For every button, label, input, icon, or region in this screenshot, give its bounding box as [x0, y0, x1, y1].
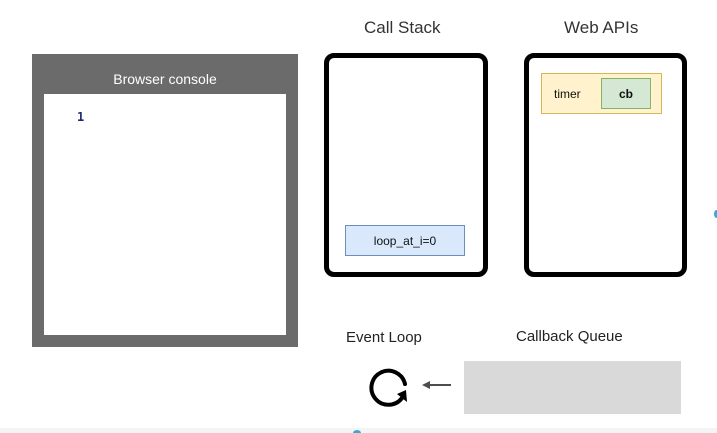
timer-box: timer cb [541, 73, 662, 114]
timer-label: timer [554, 87, 581, 101]
marker-dot-right [714, 210, 717, 218]
browser-console-title: Browser console [113, 71, 217, 87]
web-apis-panel: timer cb [524, 53, 687, 277]
call-stack-panel: loop_at_i=0 [324, 53, 488, 277]
refresh-loop-icon [369, 368, 407, 407]
call-stack-title: Call Stack [364, 18, 441, 37]
event-loop-title: Event Loop [346, 329, 422, 346]
callback-queue-title: Callback Queue [516, 328, 623, 345]
web-apis-title: Web APIs [564, 18, 639, 37]
browser-console-panel: Browser console 1 [32, 54, 298, 347]
callback-queue-box [464, 361, 681, 414]
arrow-left-icon [422, 381, 451, 389]
callback-box: cb [601, 78, 651, 109]
call-stack-frame: loop_at_i=0 [345, 225, 465, 256]
console-output-line: 1 [77, 110, 85, 124]
marker-dot [353, 430, 361, 433]
browser-console-output: 1 [44, 94, 286, 335]
